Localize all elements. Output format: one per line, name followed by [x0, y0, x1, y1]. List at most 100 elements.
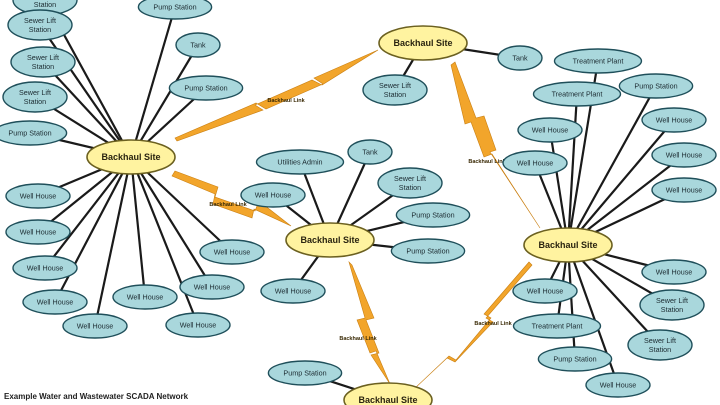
site-node: Well House — [12, 255, 78, 281]
site-node-label: Station — [34, 0, 56, 9]
connection-line — [130, 156, 213, 288]
site-node-label: Well House — [666, 151, 703, 160]
connection-line — [93, 156, 133, 327]
site-node: Tank — [175, 32, 221, 58]
site-node-label: Well House — [656, 268, 693, 277]
site-node-label: Station — [399, 183, 421, 192]
site-node-label: Well House — [527, 287, 564, 296]
connection-line — [567, 85, 657, 246]
backhaul-link: Backhaul Link — [412, 261, 533, 391]
site-node-label: Station — [32, 62, 54, 71]
site-node: Well House — [5, 183, 71, 209]
connection-line — [54, 156, 132, 303]
site-node-label: Well House — [666, 186, 703, 195]
backhaul-site-hub: Backhaul Site — [343, 382, 433, 405]
site-node: Well House — [512, 278, 578, 304]
connection-line — [129, 156, 147, 298]
site-node-label: Well House — [255, 191, 292, 200]
site-node: Well House — [165, 312, 231, 338]
backhaul-site-label: Backhaul Site — [101, 152, 160, 162]
site-node: Treatment Plant — [532, 81, 622, 107]
site-node: Pump Station — [618, 73, 694, 99]
site-node: Pump Station — [267, 360, 343, 386]
site-node: Well House — [641, 259, 707, 285]
backhaul-site-label: Backhaul Site — [358, 395, 417, 405]
backhaul-link-label: Backhaul Link — [468, 159, 506, 165]
site-node: Well House — [641, 107, 707, 133]
backhaul-link: Backhaul Link — [171, 170, 292, 227]
connection-line — [44, 156, 132, 269]
backhaul-site-hub: Backhaul Site — [86, 139, 176, 175]
lightning-bolt-icon — [450, 61, 541, 229]
backhaul-site-hub: Backhaul Site — [285, 222, 375, 258]
site-node-label: Station — [24, 97, 46, 106]
site-node-label: Sewer Lift — [394, 174, 426, 183]
connection-line — [129, 6, 177, 158]
site-node: Pump Station — [390, 238, 466, 264]
site-node-label: Well House — [37, 298, 74, 307]
site-node: Utilities Admin — [255, 149, 345, 175]
lightning-bolt-icon — [171, 170, 292, 227]
site-node-label: Pump Station — [406, 247, 449, 256]
lightning-bolt-icon — [174, 49, 379, 142]
connection-line — [566, 93, 579, 246]
site-node-label: Tank — [362, 148, 378, 157]
backhaul-site-label: Backhaul Site — [300, 235, 359, 245]
site-node-label: Well House — [275, 287, 312, 296]
site-node: Well House — [62, 313, 128, 339]
site-node: Pump Station — [168, 75, 244, 101]
site-node-label: Station — [661, 305, 683, 314]
site-node-label: Sewer Lift — [644, 336, 676, 345]
backhaul-link-label: Backhaul Link — [267, 98, 305, 104]
site-node-label: Well House — [532, 126, 569, 135]
site-node-label: Well House — [27, 264, 64, 273]
site-node-label: Well House — [214, 248, 251, 257]
site-node-label: Pump Station — [8, 129, 51, 138]
site-node-label: Station — [649, 345, 671, 354]
backhaul-link-label: Backhaul Link — [339, 336, 377, 342]
site-node-label: Treatment Plant — [573, 57, 624, 66]
site-node: Well House — [240, 182, 306, 208]
connection-line — [567, 119, 675, 246]
site-node-label: Well House — [656, 116, 693, 125]
site-node: Well House — [199, 239, 265, 265]
site-node-label: Pump Station — [283, 369, 326, 378]
site-node-label: Station — [384, 90, 406, 99]
site-node: Tank — [347, 139, 393, 165]
site-node-label: Well House — [600, 381, 637, 390]
site-node-label: Well House — [127, 293, 164, 302]
backhaul-site-label: Backhaul Site — [393, 38, 452, 48]
site-node-label: Tank — [190, 41, 206, 50]
figure-caption: Example Water and Wastewater SCADA Netwo… — [4, 392, 189, 401]
backhaul-link: Backhaul Link — [174, 49, 379, 142]
site-node-label: Pump Station — [634, 82, 677, 91]
site-node-label: Well House — [20, 192, 57, 201]
lightning-bolt-icon — [348, 260, 391, 385]
connection-line — [39, 24, 132, 158]
site-node-label: Sewer Lift — [27, 53, 59, 62]
site-node: Well House — [517, 117, 583, 143]
backhaul-link: Backhaul Link — [339, 260, 391, 385]
site-node: Pump Station — [395, 202, 471, 228]
site-node: Pump Station — [137, 0, 213, 20]
site-node-label: Sewer Lift — [24, 16, 56, 25]
site-node: Well House — [651, 177, 717, 203]
site-node-label: Well House — [20, 228, 57, 237]
site-node: Pump Station — [537, 346, 613, 372]
site-node: Pump Station — [0, 120, 68, 146]
site-node: Well House — [22, 289, 88, 315]
site-node-label: Sewer Lift — [656, 296, 688, 305]
backhaul-site-hub: Backhaul Site — [523, 227, 613, 263]
connection-line — [566, 244, 577, 360]
backhaul-link: Backhaul Link — [450, 61, 541, 229]
site-node-label: Well House — [77, 322, 114, 331]
